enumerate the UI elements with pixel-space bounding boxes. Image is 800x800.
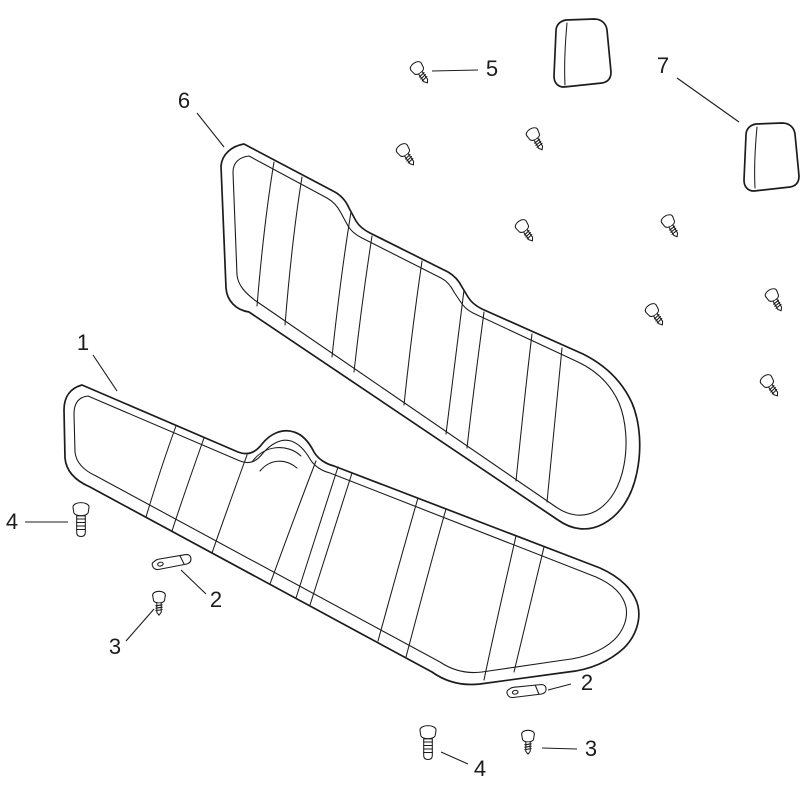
- screw: [659, 212, 684, 241]
- callout-2: 2: [210, 587, 222, 612]
- headrest-outline: [743, 122, 800, 192]
- callout-4: 4: [6, 509, 18, 534]
- seat-cushion-hump-contours: [251, 447, 302, 472]
- headrest: [743, 122, 800, 192]
- seat-cushion: [63, 384, 640, 686]
- screw: [408, 59, 434, 88]
- shoulder-bolt: [72, 502, 90, 538]
- callout-6: 6: [178, 88, 190, 113]
- seat-back: [220, 143, 641, 530]
- seat-back-seams: [256, 161, 563, 503]
- mounting-bracket: [505, 681, 548, 701]
- leader-line: [92, 354, 118, 392]
- headrest-inner-line: [564, 22, 568, 86]
- seat-cushion-seams: [145, 425, 545, 681]
- callout-1: 1: [77, 330, 89, 355]
- headrest-inner-line: [754, 126, 758, 189]
- headrest: [553, 18, 612, 88]
- shoulder-bolt: [419, 725, 437, 761]
- leader-line: [541, 747, 578, 750]
- leader-lines: [25, 69, 740, 765]
- seat-cushion-outline: [63, 384, 640, 686]
- callouts: 1 2 2 3 3 4 4 5 6 7: [6, 53, 669, 781]
- callout-5: 5: [486, 56, 498, 81]
- screw: [521, 729, 535, 755]
- screw: [152, 590, 166, 616]
- screw: [758, 372, 784, 401]
- leader-line: [547, 683, 572, 691]
- screw: [643, 301, 669, 330]
- leader-line: [196, 112, 225, 148]
- callout-4: 4: [474, 756, 486, 781]
- screw: [524, 125, 549, 154]
- screw: [394, 141, 420, 170]
- screw: [763, 286, 788, 315]
- seat-back-inner-line: [232, 155, 627, 516]
- leader-line: [440, 751, 469, 765]
- leader-line: [431, 69, 479, 72]
- leader-line: [180, 569, 207, 595]
- seat-back-outline: [220, 143, 641, 530]
- mounting-bracket: [150, 550, 193, 573]
- callout-7: 7: [657, 53, 669, 78]
- leader-line: [676, 77, 740, 123]
- screw: [513, 217, 539, 246]
- callout-2: 2: [581, 670, 593, 695]
- leader-line: [125, 608, 155, 642]
- seat-cushion-inner-line: [73, 395, 628, 674]
- callout-3: 3: [109, 634, 121, 659]
- headrest-outline: [553, 18, 612, 88]
- callout-3: 3: [585, 736, 597, 761]
